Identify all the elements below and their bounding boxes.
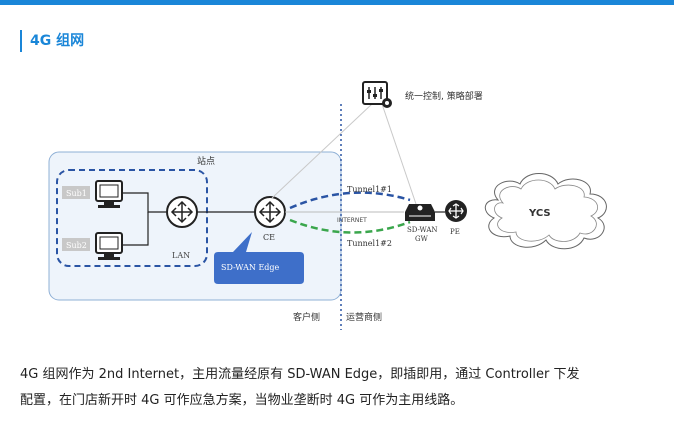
internet-label: INTERNET [337,217,367,224]
router-icon [166,196,198,228]
link-sub2 [122,212,149,246]
cloud-icon [484,173,607,250]
gw-label-1: SD-WAN [407,226,438,234]
description-line-1: 4G 组网作为 2nd Internet，主用流量经原有 SD-WAN Edge… [20,367,580,382]
link-sub1 [122,192,166,213]
site-label: 站点 [197,155,215,166]
router-icon [254,196,286,228]
controller-icon [362,81,392,108]
sub1-label: Sub1 [66,189,87,198]
lan-label: LAN [172,251,190,260]
description: 4G 组网作为 2nd Internet，主用流量经原有 SD-WAN Edge… [20,362,660,414]
sub1-tag [62,186,90,199]
tunnel1-label: Tunnel1#1 [347,185,392,194]
lan-box [56,169,208,267]
computer-icon [95,180,123,208]
sub2-label: Sub2 [66,241,87,250]
description-line-2: 配置，在门店新开时 4G 可作应急方案，当物业垄断时 4G 可作为主用线路。 [20,393,464,408]
gateway-icon [405,204,435,221]
router-icon [445,200,467,222]
edge-callout [214,232,304,284]
section-title: 4G 组网 [20,30,84,52]
edge-callout-label: SD-WAN Edge [221,263,280,272]
computer-icon [95,232,123,260]
pe-label: PE [450,228,460,236]
sub2-tag [62,238,90,251]
control-line-ce [271,103,373,199]
cloud-label: YCS [528,208,551,219]
tunnel2-label: Tunnel1#2 [347,239,392,248]
tunnel1-path [289,191,411,210]
control-line-gw [381,103,417,205]
customer-side-label: 客户侧 [293,311,320,323]
gw-label-2: GW [415,235,429,243]
tunnel2-path [289,218,411,234]
control-label: 统一控制, 策略部署 [405,90,483,102]
top-accent-bar [0,0,674,5]
ce-label: CE [263,233,275,242]
operator-side-label: 运营商侧 [346,311,382,323]
